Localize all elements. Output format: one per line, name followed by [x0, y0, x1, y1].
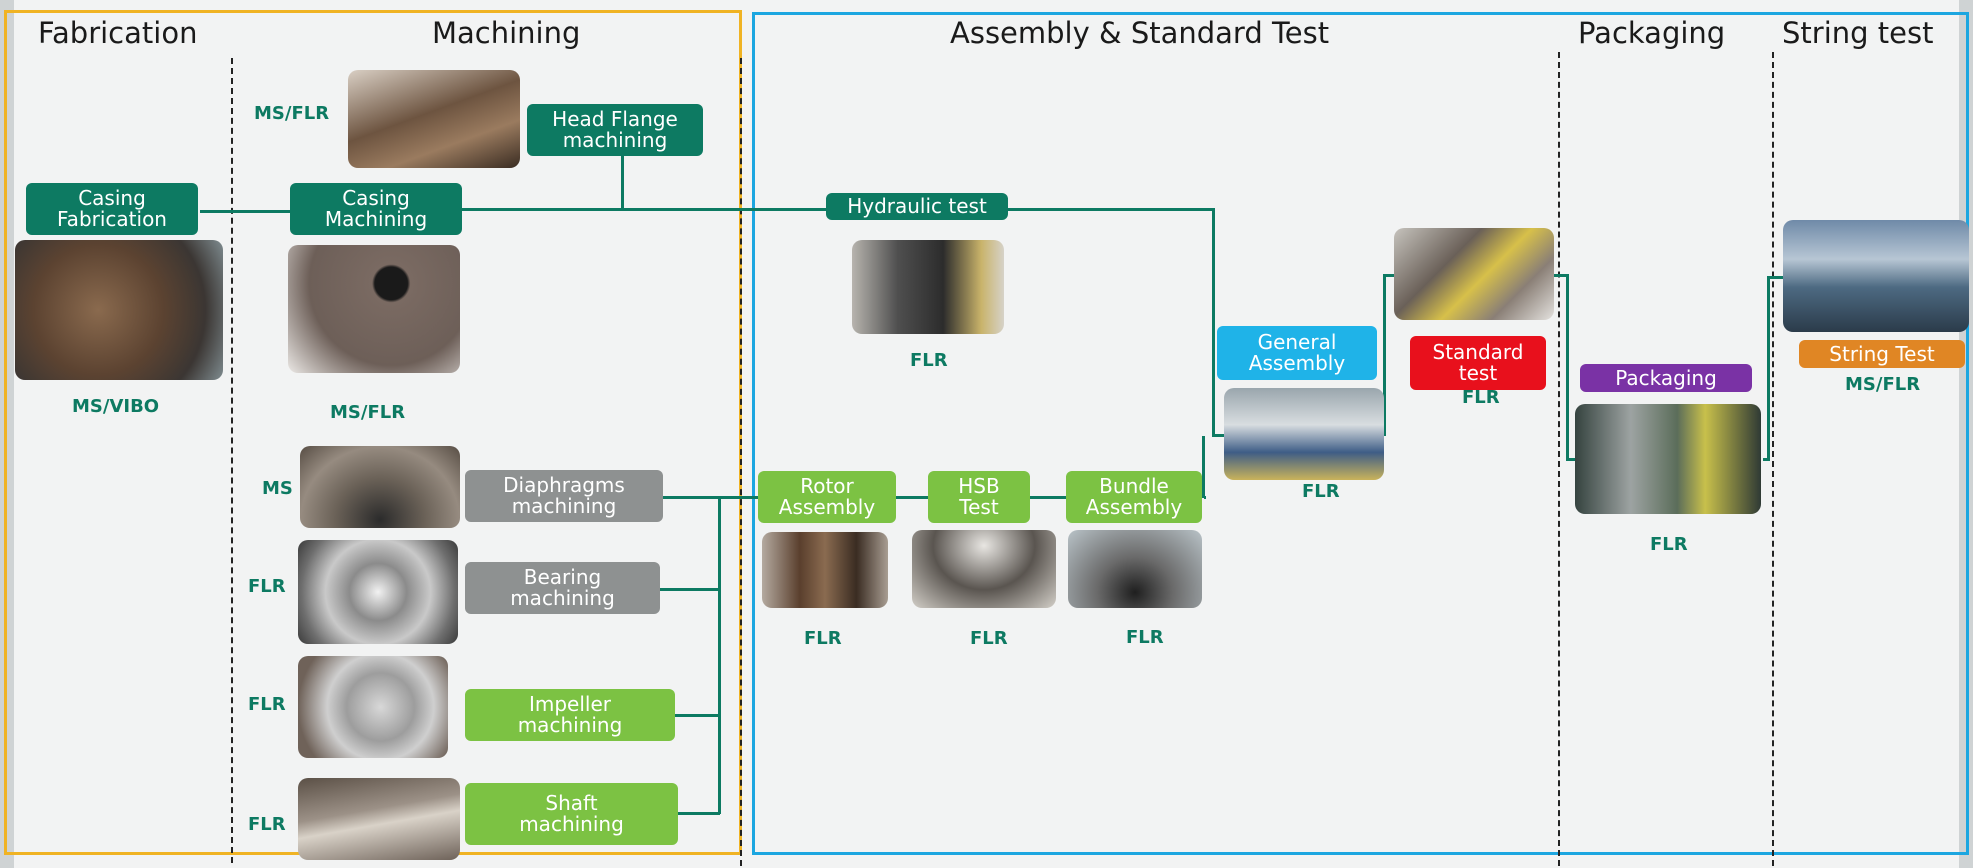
site-hsb-test: FLR	[970, 628, 1008, 649]
header-string-test: String test	[1782, 16, 1934, 50]
connector-packaging-up	[1767, 276, 1770, 461]
connector-diaphragm-right	[663, 496, 759, 499]
connector-to-general	[1212, 434, 1226, 437]
hsb-test-photo	[912, 530, 1056, 608]
bearing-box: Bearing machining	[465, 562, 660, 614]
casing-fabrication-box: Casing Fabrication	[26, 183, 198, 235]
site-string-test: MS/FLR	[1845, 374, 1921, 395]
divider-packaging-string	[1772, 52, 1774, 866]
diaphragm-photo	[300, 446, 460, 528]
connector-standard-in	[1383, 274, 1395, 277]
site-bearing: FLR	[248, 576, 286, 597]
bearing-photo	[298, 540, 458, 644]
header-fabrication: Fabrication	[38, 16, 198, 50]
site-packaging: FLR	[1650, 534, 1688, 555]
packaging-photo	[1575, 404, 1761, 514]
site-standard-test: FLR	[1462, 387, 1500, 408]
head-flange-box: Head Flange machining	[527, 104, 703, 156]
casing-machining-photo	[288, 245, 460, 373]
site-diaphragms: MS	[262, 478, 293, 499]
site-impeller: FLR	[248, 694, 286, 715]
shaft-photo	[298, 778, 460, 860]
shaft-box: Shaft machining	[465, 783, 678, 845]
connector-packaging-out	[1763, 458, 1769, 461]
header-packaging: Packaging	[1578, 16, 1726, 50]
connector-bundle-right	[1204, 496, 1206, 499]
casing-fabrication-photo	[15, 240, 223, 380]
header-assembly: Assembly & Standard Test	[950, 16, 1330, 50]
impeller-box: Impeller machining	[465, 689, 675, 741]
connector-bearing-right	[660, 588, 720, 591]
site-rotor-assembly: FLR	[804, 628, 842, 649]
connector-shaft-right	[678, 812, 720, 815]
site-shaft: FLR	[248, 814, 286, 835]
header-machining: Machining	[432, 16, 581, 50]
standard-test-box: Standard test	[1410, 336, 1546, 390]
connector-head-flange-down	[621, 153, 624, 210]
site-bundle-assembly: FLR	[1126, 627, 1164, 648]
site-casing-machining: MS/FLR	[330, 402, 406, 423]
site-general-assembly: FLR	[1302, 481, 1340, 502]
connector-bundle-up	[1202, 436, 1205, 498]
rotor-assembly-box: Rotor Assembly	[758, 471, 896, 523]
connector-hydraulic-right	[1212, 208, 1215, 436]
string-test-box: String Test	[1799, 340, 1965, 368]
impeller-photo	[298, 656, 448, 758]
divider-assembly-packaging	[1558, 52, 1560, 866]
assembly-frame	[752, 12, 1969, 855]
divider-machining-assembly	[740, 58, 742, 866]
site-casing-fabrication: MS/VIBO	[72, 396, 160, 417]
casing-machining-box: Casing Machining	[290, 183, 462, 235]
hydraulic-test-box: Hydraulic test	[826, 193, 1008, 220]
general-assembly-photo	[1224, 388, 1384, 480]
connector-impeller-right	[675, 714, 720, 717]
hydraulic-test-photo	[852, 240, 1004, 334]
site-hydraulic-test: FLR	[910, 350, 948, 371]
connector-standard-out	[1553, 274, 1567, 277]
hsb-test-box: HSB Test	[928, 471, 1030, 523]
connector-to-string	[1767, 276, 1785, 279]
connector-fab-to-mach	[200, 210, 290, 213]
divider-fabrication-machining	[231, 58, 233, 863]
head-flange-photo	[348, 70, 520, 168]
connector-standard-down	[1566, 274, 1569, 460]
bundle-photo	[1068, 530, 1202, 608]
bundle-assembly-box: Bundle Assembly	[1066, 471, 1202, 523]
packaging-box: Packaging	[1580, 364, 1752, 392]
standard-test-photo	[1394, 228, 1554, 320]
string-test-photo	[1783, 220, 1969, 332]
connector-rotor-hsb	[896, 496, 928, 499]
general-assembly-box: General Assembly	[1217, 326, 1377, 380]
connector-general-standard	[1383, 274, 1386, 436]
left-edge-band	[0, 0, 14, 868]
diaphragms-box: Diaphragms machining	[465, 470, 663, 522]
site-head-flange: MS/FLR	[254, 103, 330, 124]
connector-machining-bus	[718, 496, 721, 814]
rotor-photo	[762, 532, 888, 608]
connector-hsb-bundle	[1030, 496, 1066, 499]
